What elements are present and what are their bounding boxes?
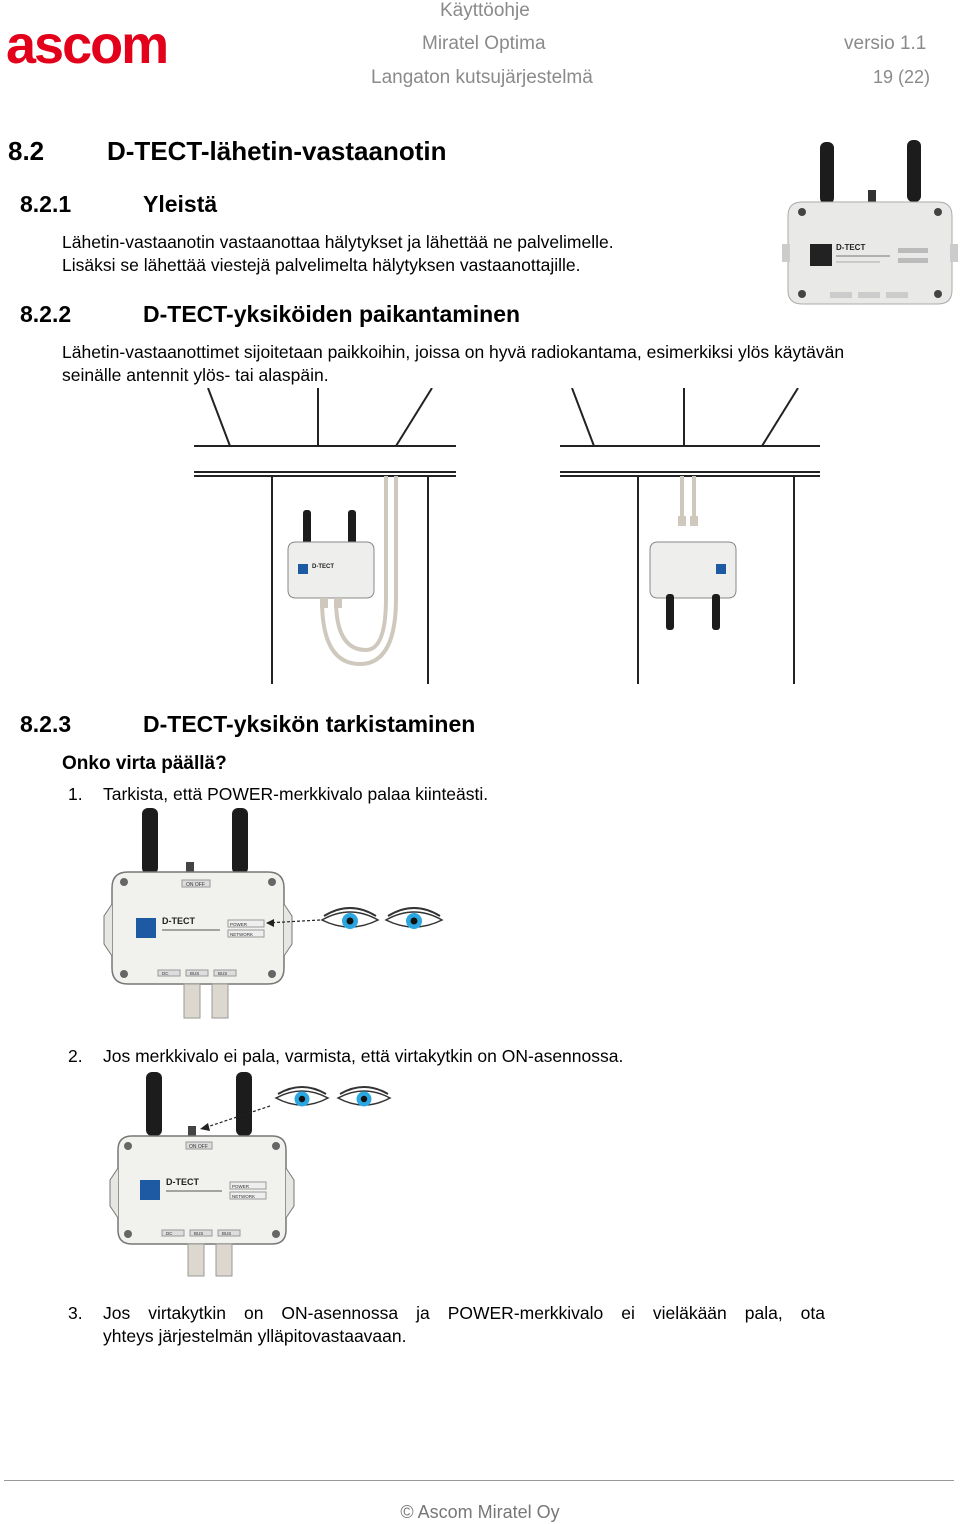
device-photo: D-TECT <box>782 140 958 305</box>
subsection-3-number: 8.2.3 <box>20 711 72 737</box>
step-2-illustration: ON OFF D-TECT POWER NETWORK DC BUS BUS <box>109 1072 392 1277</box>
paragraph-1-line-2: Lisäksi se lähettää viestejä palvelimelt… <box>62 255 581 275</box>
page-number: 19 (22) <box>873 67 931 87</box>
bus-label-1: BUS <box>190 971 199 976</box>
eye-icon <box>320 907 380 929</box>
section-number: 8.2 <box>8 136 45 166</box>
eye-icon <box>384 907 444 929</box>
paragraph-2-line-2: seinälle antennit ylös- tai alaspäin. <box>62 365 329 385</box>
check-question: Onko virta päällä? <box>62 753 227 774</box>
dc-label-2: DC <box>166 1231 173 1236</box>
subsection-2-title: D-TECT-yksiköiden paikantaminen <box>143 301 521 327</box>
doc-type: Käyttöohje <box>440 0 530 21</box>
onoff-label-2: ON OFF <box>189 1144 208 1150</box>
placement-illustration: D-TECT <box>194 388 820 684</box>
step-2-text: Jos merkkivalo ei pala, varmista, että v… <box>103 1046 624 1066</box>
version: versio 1.1 <box>844 33 927 54</box>
subsection-3-title: D-TECT-yksikön tarkistaminen <box>143 711 476 737</box>
step-1-number: 1. <box>68 784 83 804</box>
power-label-2: POWER <box>232 1184 250 1189</box>
step-1-device-brand: D-TECT <box>162 916 195 926</box>
step-3-number: 3. <box>68 1303 83 1323</box>
network-label-1: NETWORK <box>230 932 253 937</box>
eye-icon <box>274 1086 330 1107</box>
bus-label-2b: BUS <box>222 1231 231 1236</box>
onoff-label-1: ON OFF <box>186 882 205 888</box>
bus-label-2: BUS <box>194 1231 203 1236</box>
step-3-line-1: Jos virtakytkin on ON-asennossa ja POWER… <box>103 1303 825 1323</box>
left-device-brand: D-TECT <box>312 564 334 570</box>
bus-label-1b: BUS <box>218 971 227 976</box>
subsection-1-number: 8.2.1 <box>20 191 72 217</box>
subsection-2-number: 8.2.2 <box>20 301 72 327</box>
step-2-number: 2. <box>68 1046 83 1066</box>
section-title: D-TECT-lähetin-vastaanotin <box>107 136 447 166</box>
step-1-text: Tarkista, että POWER-merkkivalo palaa ki… <box>103 784 489 804</box>
step-2-device-brand: D-TECT <box>166 1177 199 1187</box>
system-name: Langaton kutsujärjestelmä <box>371 67 593 88</box>
footer-copyright: © Ascom Miratel Oy <box>400 1502 560 1522</box>
product-name: Miratel Optima <box>422 33 546 54</box>
ascom-logo: ascom <box>6 15 169 75</box>
paragraph-2-line-1: Lähetin-vastaanottimet sijoitetaan paikk… <box>62 342 845 362</box>
paragraph-1-line-1: Lähetin-vastaanotin vastaanottaa hälytyk… <box>62 232 614 252</box>
footer-divider <box>4 1480 954 1481</box>
step-3-line-2: yhteys järjestelmän ylläpitovastaavaan. <box>103 1326 407 1346</box>
eye-icon <box>336 1086 392 1107</box>
device-photo-brand: D-TECT <box>836 243 865 252</box>
subsection-1-title: Yleistä <box>143 191 218 217</box>
power-label-1: POWER <box>230 922 248 927</box>
network-label-2: NETWORK <box>232 1194 255 1199</box>
dc-label-1: DC <box>162 971 169 976</box>
step-1-illustration: ON OFF D-TECT POWER NETWORK DC BUS BUS <box>103 808 444 1019</box>
